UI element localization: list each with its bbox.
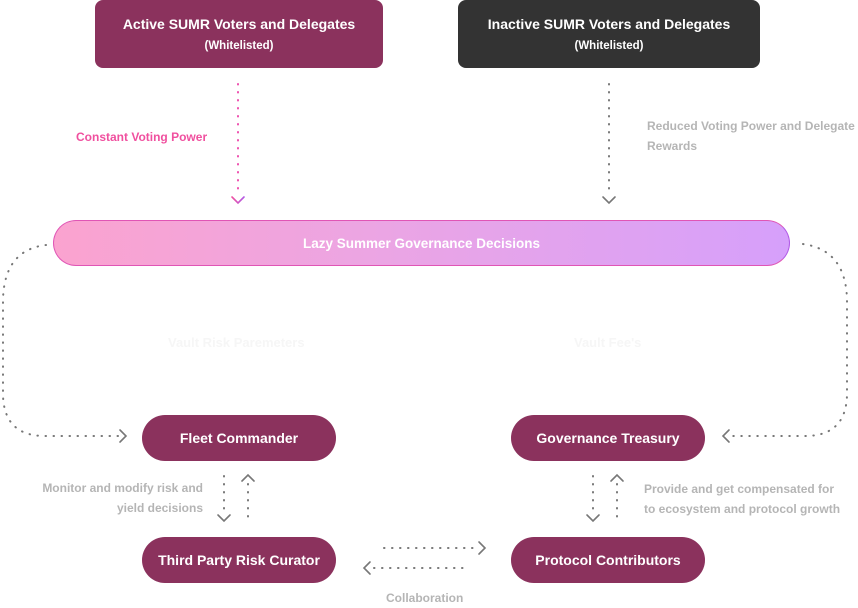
arrowhead-right-icon <box>478 541 487 555</box>
arrowhead-up-icon <box>610 473 624 482</box>
governance-treasury-title: Governance Treasury <box>536 430 680 446</box>
label-reduced-voting-power-2: Rewards <box>647 139 698 153</box>
label-monitor-1: Monitor and modify risk and <box>42 481 203 495</box>
arrowhead-down-icon <box>586 514 600 523</box>
label-vault-risk-parameters: Vault Risk Paremeters <box>168 335 305 350</box>
active-voters-node: Active SUMR Voters and Delegates (Whitel… <box>95 0 383 68</box>
connector-governance-to-fleet <box>2 244 119 437</box>
inactive-voters-subtitle: (Whitelisted) <box>574 39 644 52</box>
governance-decisions-node: Lazy Summer Governance Decisions <box>53 220 790 266</box>
label-provide-2: to ecosystem and protocol growth <box>644 502 841 516</box>
arrowhead-right-icon <box>119 429 128 443</box>
fleet-commander-title: Fleet Commander <box>179 430 299 446</box>
risk-curator-node: Third Party Risk Curator <box>142 537 336 583</box>
label-constant-voting-power: Constant Voting Power <box>76 130 208 144</box>
inactive-voters-title: Inactive SUMR Voters and Delegates <box>487 15 731 32</box>
label-collaboration: Collaboration <box>386 591 464 605</box>
label-reduced-voting-power-1: Reduced Voting Power and Delegate <box>647 119 855 133</box>
governance-treasury-node: Governance Treasury <box>511 415 705 461</box>
arrowhead-left-icon <box>362 561 371 575</box>
label-monitor-2: yield decisions <box>116 501 203 515</box>
protocol-contributors-title: Protocol Contributors <box>535 552 681 568</box>
governance-decisions-title: Lazy Summer Governance Decisions <box>302 235 541 251</box>
arrowhead-down-icon <box>231 196 245 205</box>
protocol-contributors-node: Protocol Contributors <box>511 537 705 583</box>
arrowhead-left-icon <box>721 429 730 443</box>
fleet-commander-node: Fleet Commander <box>142 415 336 461</box>
arrowhead-down-icon <box>602 196 616 205</box>
active-voters-subtitle: (Whitelisted) <box>204 39 274 52</box>
risk-curator-title: Third Party Risk Curator <box>158 552 320 568</box>
label-provide-1: Provide and get compensated for <box>644 482 835 496</box>
connector-governance-to-treasury <box>731 243 848 437</box>
arrowhead-down-icon <box>217 514 231 523</box>
label-vault-fees: Vault Fee's <box>574 335 642 350</box>
active-voters-title: Active SUMR Voters and Delegates <box>122 15 356 32</box>
arrowhead-up-icon <box>241 473 255 482</box>
inactive-voters-node: Inactive SUMR Voters and Delegates (Whit… <box>458 0 760 68</box>
